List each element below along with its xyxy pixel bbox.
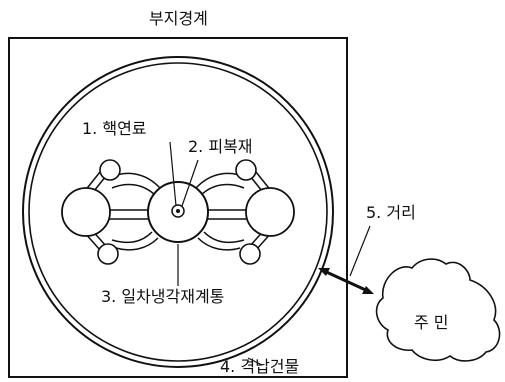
- distance-label: 5. 거리: [366, 203, 416, 222]
- steam-generator-left: [61, 187, 111, 237]
- coolant-pump-top-right: [235, 159, 257, 181]
- residents-area: [375, 258, 501, 362]
- distance-arrowhead-left: [318, 268, 330, 276]
- distance-arrowhead-right: [362, 286, 374, 294]
- fuel-label: 1. 핵연료: [82, 119, 147, 138]
- containment-inner-circle: [28, 62, 328, 362]
- residents-label: 주 민: [414, 313, 449, 332]
- steam-generator-right: [245, 187, 295, 237]
- distance-arrow-line: [321, 268, 371, 294]
- site-boundary-square: [8, 37, 348, 378]
- coolant-pump-top-left: [99, 159, 121, 181]
- leader-distance: [349, 225, 371, 277]
- containment-outer-circle: [22, 56, 334, 368]
- cladding-label: 2. 피복재: [188, 137, 253, 156]
- leader-fuel: [169, 141, 177, 207]
- coolant-pump-bottom-right: [239, 243, 261, 265]
- site-boundary-label: 부지경계: [149, 9, 208, 28]
- leader-containment: [247, 357, 263, 366]
- coolant-pump-bottom-left: [97, 243, 119, 265]
- primary-coolant-label: 3. 일차냉각재계통: [101, 287, 225, 306]
- leader-cladding: [181, 159, 199, 207]
- containment-label: 4. 격납건물: [220, 357, 300, 376]
- fuel-pellet: [176, 209, 180, 213]
